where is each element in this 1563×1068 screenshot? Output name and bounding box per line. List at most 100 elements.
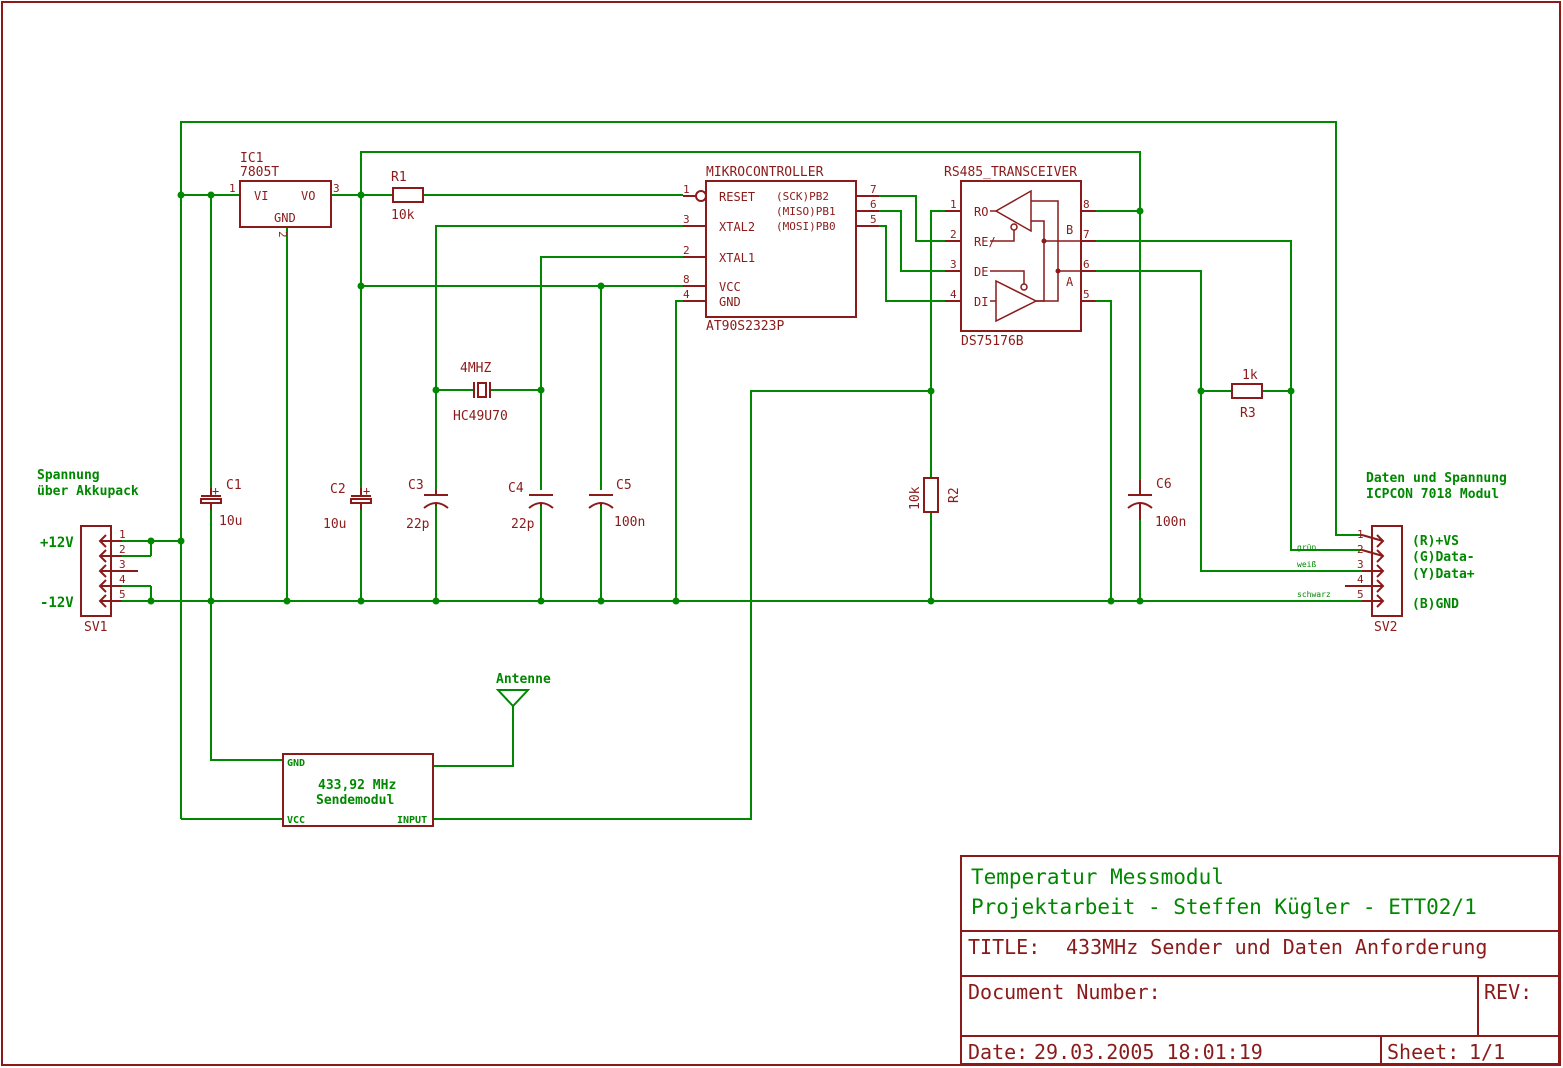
mcu-pin-num: 1 [683, 183, 690, 196]
r1-value: 10k [391, 208, 415, 223]
mcu-pin-num: 3 [683, 213, 690, 226]
sv1-pin: 4 [119, 573, 126, 586]
wire-label: weiß [1297, 560, 1316, 569]
ic1-pin3: 3 [333, 182, 340, 195]
mcu-pin-name: GND [719, 295, 741, 309]
crystal-part: HC49U70 [453, 409, 508, 424]
rs485-pin-name: RO [974, 205, 988, 219]
capacitor-c6: C6 100n [1127, 477, 1186, 530]
doc-number-label: Document Number: [968, 980, 1161, 1004]
title-value: 433MHz Sender und Daten Anforderung [1066, 935, 1487, 959]
c3-ref: C3 [408, 478, 424, 493]
transmitter-module: 433,92 MHz Sendemodul GND VCC INPUT [282, 753, 434, 827]
rev-label: REV: [1484, 980, 1532, 1004]
c6-ref: C6 [1156, 477, 1172, 492]
connector-sv2: 1 2 3 4 5 SV2 Daten und Spannung ICPCON … [1297, 471, 1507, 635]
crystal-q1: 4MHZ HC49U70 [453, 361, 508, 424]
c1-value: 10u [219, 514, 242, 529]
r3-value: 1k [1242, 368, 1258, 383]
rs485-pin-num: 7 [1083, 228, 1090, 241]
c4-ref: C4 [508, 481, 524, 496]
transmitter-line1: 433,92 MHz [318, 778, 396, 793]
mcu-pin-name: (MOSI)PB0 [776, 220, 836, 233]
transmitter-input: INPUT [397, 815, 427, 826]
date-value: 29.03.2005 18:01:19 [1034, 1040, 1263, 1064]
microcontroller: MIKROCONTROLLER AT90S2323P 1 3 2 8 4 RES… [683, 165, 879, 334]
sv1-label-1: Spannung [37, 468, 100, 483]
resistor-r2: R2 10k [908, 477, 962, 513]
c5-ref: C5 [616, 478, 632, 493]
capacitor-c3: C3 22p [406, 478, 449, 532]
antenna-label: Antenne [496, 672, 551, 687]
rs485-pin-num: 5 [1083, 288, 1090, 301]
rs485-pin-num: 6 [1083, 258, 1090, 271]
antenna: Antenne [495, 672, 551, 708]
mcu-pin-name: XTAL2 [719, 220, 755, 234]
mcu-pin-name: RESET [719, 190, 755, 204]
rs485-pin-num: 3 [950, 258, 957, 271]
transmitter-line2: Sendemodul [316, 793, 394, 808]
ic1-regulator: IC1 7805T VI VO GND 1 3 2 [229, 151, 340, 238]
rs485-pin-name: DI [974, 295, 988, 309]
mcu-pin-name: (MISO)PB1 [776, 205, 836, 218]
c6-value: 100n [1155, 515, 1186, 530]
transmitter-gnd: GND [287, 758, 305, 769]
sv2-label-2: ICPCON 7018 Modul [1366, 487, 1499, 502]
junction-dots [147, 191, 1295, 605]
ic1-ref: IC1 [240, 151, 263, 166]
wires [122, 121, 1362, 820]
sv1-minus-label: -12V [40, 595, 74, 611]
ic1-pin2: 2 [276, 231, 289, 238]
capacitor-c2: + C2 10u [323, 482, 372, 532]
sv1-pin: 3 [119, 558, 126, 571]
capacitor-c5: C5 100n [588, 478, 645, 530]
mcu-part: AT90S2323P [706, 319, 784, 334]
mcu-pin-name: (SCK)PB2 [776, 190, 829, 203]
r2-value: 10k [908, 486, 923, 510]
mcu-pin-num: 6 [870, 198, 877, 211]
title-block: Temperatur Messmodul Projektarbeit - Ste… [960, 855, 1560, 1065]
sheet-label: Sheet: [1387, 1040, 1459, 1064]
c5-value: 100n [614, 515, 645, 530]
mcu-pin-name: XTAL1 [719, 251, 755, 265]
ic1-vo: VO [301, 189, 315, 203]
sv1-plus-label: +12V [40, 535, 74, 551]
sv2-signal: (G)Data- [1412, 550, 1475, 565]
rs485-transceiver: RS485_TRANSCEIVER DS75176B 1 2 3 4 RO RE… [944, 165, 1096, 349]
c2-value: 10u [323, 517, 346, 532]
sv2-pin: 4 [1357, 573, 1364, 586]
sv2-pin: 3 [1357, 558, 1364, 571]
sv2-pin: 1 [1357, 528, 1364, 541]
svg-text:+: + [363, 484, 370, 498]
rs485-pin-num: 2 [950, 228, 957, 241]
rs485-pin-num: 1 [950, 198, 957, 211]
rs485-pin-name: A [1066, 275, 1074, 289]
title-line1: Temperatur Messmodul [971, 865, 1224, 889]
connector-sv1: 1 2 3 4 5 SV1 Spannung über Akkupack +12… [37, 468, 139, 635]
rs485-pin-name: B [1066, 223, 1073, 237]
mcu-pin-name: VCC [719, 280, 741, 294]
ic1-value: 7805T [240, 165, 279, 180]
mcu-pin-num: 4 [683, 288, 690, 301]
rs485-pin-name: DE [974, 265, 988, 279]
crystal-value: 4MHZ [460, 361, 491, 376]
sv2-pin: 5 [1357, 588, 1364, 601]
c1-ref: C1 [226, 478, 242, 493]
capacitor-c1: + C1 10u [200, 478, 242, 529]
mcu-pin-num: 2 [683, 244, 690, 257]
rs485-pin-num: 4 [950, 288, 957, 301]
c3-value: 22p [406, 517, 430, 532]
sv2-signal: (B)GND [1412, 597, 1459, 612]
sv2-signal: (R)+VS [1412, 534, 1459, 549]
c4-value: 22p [511, 517, 535, 532]
sheet-value: 1/1 [1469, 1040, 1505, 1064]
svg-text:+: + [212, 484, 219, 498]
r3-ref: R3 [1240, 406, 1256, 421]
sv1-label-2: über Akkupack [37, 484, 139, 499]
resistor-r3: 1k R3 [1231, 368, 1263, 421]
sv2-signal: (Y)Data+ [1412, 567, 1475, 582]
r2-ref: R2 [947, 487, 962, 503]
ic1-vi: VI [254, 189, 268, 203]
capacitor-c4: C4 22p [508, 481, 554, 532]
